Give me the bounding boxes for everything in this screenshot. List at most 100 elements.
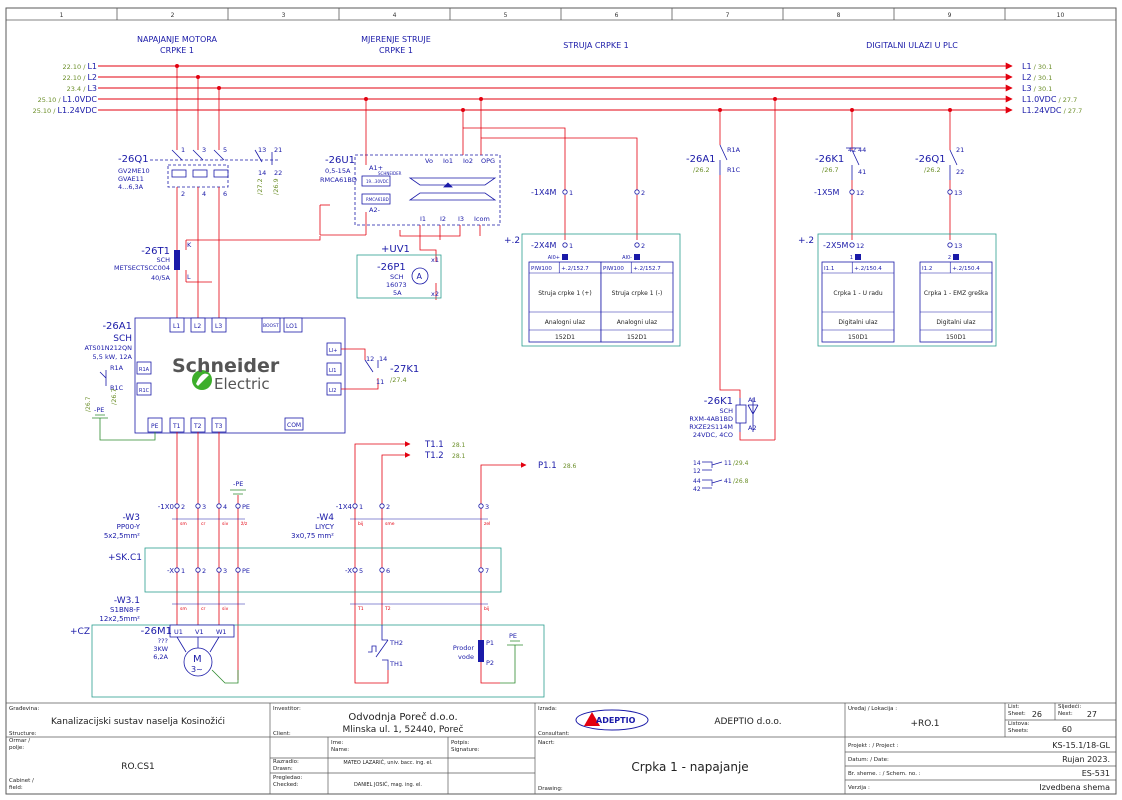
contact-26q1-tag: -26Q1 (915, 154, 946, 165)
breaker-26q1-type1: GV2ME10 (118, 167, 150, 175)
junction-x-b-terminal-6: 6 (386, 567, 390, 575)
plc-ai-card-address: 152D1 (555, 334, 575, 341)
plc-ai-card-ref: +.2/152.7 (561, 266, 589, 272)
tb-sheet-label: Sheet: (1008, 711, 1026, 717)
current-transformer-26t1 (174, 236, 321, 283)
ammeter-26p1-range: 5A (393, 289, 402, 297)
soft-starter-li-plus: LI+ (329, 348, 337, 354)
junction-x-a-terminal (195, 567, 201, 573)
motor-26m1-type: ??? (158, 637, 168, 645)
soft-starter-r1a: R1A (139, 367, 150, 373)
tb-uredaj-label: Uređaj / Lokacija : (848, 706, 897, 712)
tb-consultant-label: Consultant: (538, 731, 570, 737)
motor-26m1-power: 3KW (153, 645, 168, 653)
junction-x-b-tag: -X (345, 567, 352, 575)
cable-w4-type: LIYCY (315, 523, 335, 531)
starter-pe-label: -PE (94, 406, 104, 414)
soft-starter-t2: T2 (193, 423, 202, 430)
current-relay-26u1-icom: Icom (474, 215, 490, 223)
plc-di-card-pin-marker (953, 254, 959, 260)
current-relay-26u1-vo: Vo (425, 157, 433, 165)
rail-left-ref-4: 25.10 / (38, 96, 63, 104)
plc-di-card-address: 150D1 (946, 334, 966, 341)
relay-26k1-tag: -26K1 (704, 396, 733, 407)
rail-right-ref-1: / 30.1 (1032, 63, 1053, 71)
junction-x-a-terminal (235, 567, 241, 573)
junction-box-skc1-tag: +SK.C1 (108, 553, 142, 563)
tb-gradevina: Kanalizacijski sustav naselja Kosinožići (51, 716, 225, 727)
rail-left-label-2: 22.10 / L2 (63, 73, 97, 82)
heading-motor-power: NAPAJANJE MOTORA (137, 35, 217, 44)
tb-company: ADEPTIO d.o.o. (714, 717, 781, 727)
tb-name-label: Name: (331, 747, 349, 753)
terminal-1x0-tag: -1X0 (158, 503, 174, 511)
terminal-1x4m-1: 1 (569, 189, 573, 197)
relay-26k1-xref-c44: 44 (693, 478, 701, 485)
tb-razradio-label: Razradio: (273, 759, 299, 765)
relay-26k1-a2: A2 (748, 424, 757, 432)
tb-projekt: KS-15.1/18-GL (1052, 741, 1110, 750)
soft-starter-com: COM (287, 422, 301, 429)
plc-di-card-type: Digitalni ulaz (838, 319, 877, 326)
terminal-1x0-terminal (235, 503, 241, 509)
motor-26m1-u1: U1 (174, 628, 183, 636)
junction-x-a-terminal-1: 1 (181, 567, 185, 575)
column-number-2: 2 (171, 12, 175, 19)
relay-contact-26a1-ref: /26.2 (693, 166, 710, 174)
relay-26k1-type1: RXM-4AB1BD (689, 415, 733, 423)
rail-left-ref-2: 22.10 / (63, 74, 88, 82)
tb-field-label: field: (9, 785, 23, 791)
relay-26k1-xref-c11: 11 (724, 460, 732, 467)
terminal-1x4-terminal-2: 2 (386, 503, 390, 511)
tb-drawn-label: Drawn: (273, 766, 293, 772)
soft-starter-brand-short: SCH (113, 334, 132, 344)
tb-investitor-label: Investitor: (273, 706, 301, 712)
tb-ormar-label: Ormar / (9, 738, 30, 744)
terminal-1x0-terminal-4: 4 (223, 503, 227, 511)
soft-starter-pe: PE (151, 423, 159, 430)
heading-current-measurement-sub: CRPKE 1 (379, 46, 413, 55)
breaker-26q1-pin6: 6 (223, 190, 227, 198)
junction-x-a-terminal (174, 567, 180, 573)
water-ingress-sensor (478, 640, 484, 662)
junction-x-b-terminal (478, 567, 484, 573)
current-relay-26u1-opg: OPG (481, 157, 495, 165)
tb-nacrt-label: Nacrt: (538, 740, 555, 746)
rail-left-name-2: L2 (87, 73, 97, 82)
pump-box-cz (91, 624, 545, 698)
plc-di-card-pin: 1 (850, 255, 853, 261)
rail-left-name-1: L1 (87, 62, 97, 71)
heading-motor-power-sub: CRPKE 1 (160, 46, 194, 55)
tb-sljedeci-label: Sljedeći: (1058, 703, 1081, 710)
water-sensor-label-2: vode (458, 653, 474, 661)
breaker-26q1-aux14: 14 (258, 169, 266, 177)
tb-projekt-label: Projekt : / Project : (848, 743, 898, 749)
rail-right-ref-3: / 30.1 (1032, 85, 1053, 93)
current-relay-26u1-tag: -26U1 (325, 155, 355, 166)
rail-right-label-5: L1.24VDC / 27.7 (1022, 106, 1082, 115)
current-relay-26u1-type: RMCA61BD (320, 176, 357, 184)
relay-27k1-c11: 11 (376, 378, 384, 386)
plc-di-card-frame (821, 261, 895, 343)
soft-starter-l3: L3 (215, 323, 222, 330)
tb-potpis-label: Potpis: (451, 740, 470, 746)
contact-26k1-c41: 41 (858, 168, 866, 176)
adeptio-logo: ADEPTIO (575, 709, 649, 731)
relay-26k1-rating: 24VDC, 4CO (693, 431, 733, 439)
contact-26q1-c22: 22 (956, 168, 964, 176)
junction-x-b-terminal-7: 7 (485, 567, 489, 575)
rail-right-label-4: L1.0VDC / 27.7 (1022, 95, 1077, 104)
current-relay-26u1-a1: A1+ (369, 164, 383, 172)
svg-text:ADEPTIO: ADEPTIO (596, 716, 636, 725)
plc-analog-input-tag: -2X4M (531, 241, 557, 250)
tb-next: 27 (1087, 710, 1097, 719)
plc-ai-card-desc: Struja crpke 1 (-) (612, 290, 663, 297)
breaker-26q1-aux13: 13 (258, 146, 266, 154)
relay-26k1-xref-r41: /26.8 (733, 478, 749, 485)
column-number-6: 6 (615, 12, 619, 19)
tb-shema-label: Br. sheme. : / Schem. no. : (848, 771, 921, 777)
rail-left-name-3: L3 (87, 84, 97, 93)
tb-shema: ES-531 (1082, 769, 1110, 778)
